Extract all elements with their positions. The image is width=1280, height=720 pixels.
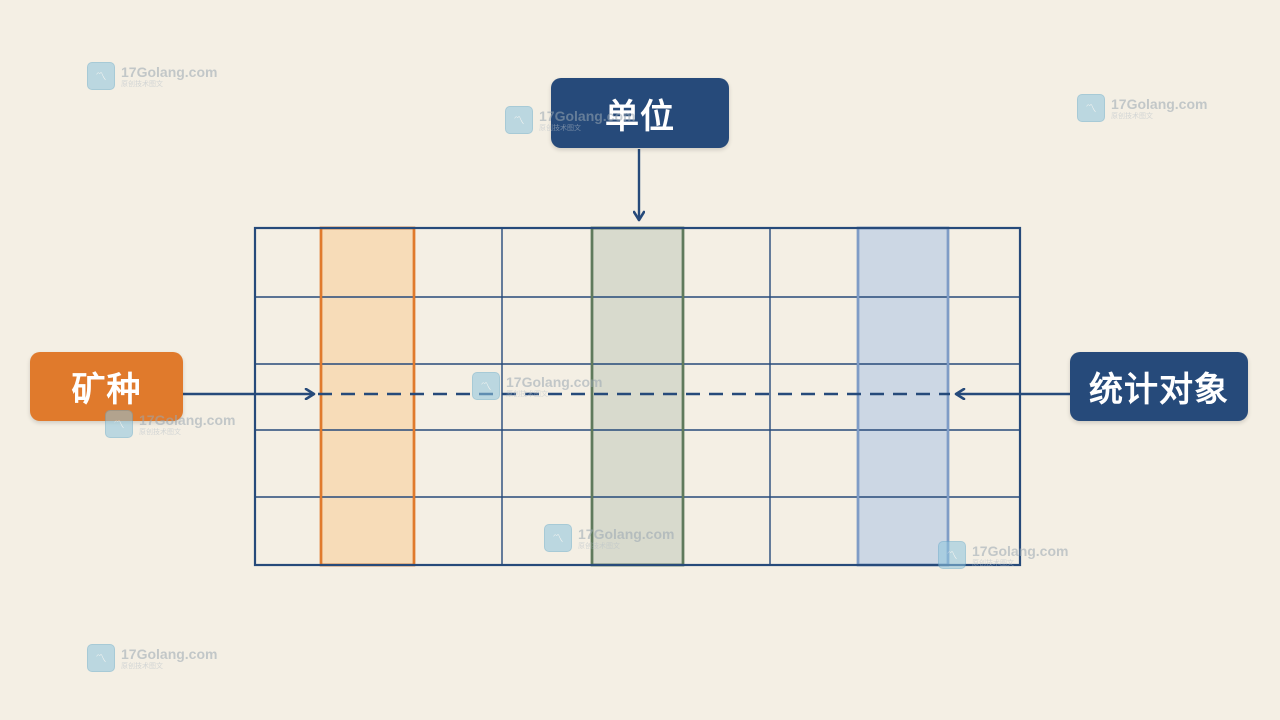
watermark: 〽 17Golang.com 原创技术图文 [87,62,217,90]
watermark-title: 17Golang.com [972,542,1069,559]
watermark-title: 17Golang.com [139,411,236,428]
watermark-title: 17Golang.com [121,63,218,80]
watermark-title: 17Golang.com [539,107,636,124]
watermark-subtitle: 原创技术图文 [539,123,581,132]
watermark: 〽 17Golang.com 原创技术图文 [87,644,217,672]
watermark: 〽 17Golang.com 原创技术图文 [505,106,635,134]
watermark-title: 17Golang.com [578,525,675,542]
watermark: 〽 17Golang.com 原创技术图文 [938,541,1068,569]
mineral-label: 矿种 [30,352,183,421]
watermark-logo-icon: 〽 [472,372,500,400]
orange-column [319,226,416,567]
watermark-subtitle: 原创技术图文 [121,661,163,670]
watermark-subtitle: 原创技术图文 [972,558,1014,567]
watermark: 〽 17Golang.com 原创技术图文 [472,372,602,400]
watermark: 〽 17Golang.com 原创技术图文 [544,524,674,552]
watermark-title: 17Golang.com [121,645,218,662]
watermark-logo-icon: 〽 [505,106,533,134]
watermark-logo-icon: 〽 [87,644,115,672]
watermark-subtitle: 原创技术图文 [1111,111,1153,120]
watermark-subtitle: 原创技术图文 [578,541,620,550]
unit-label: 单位 [551,78,729,148]
watermark-subtitle: 原创技术图文 [121,79,163,88]
watermark-subtitle: 原创技术图文 [506,389,548,398]
blue-column [856,226,950,567]
watermark-title: 17Golang.com [1111,95,1208,112]
watermark-logo-icon: 〽 [1077,94,1105,122]
watermark-logo-icon: 〽 [87,62,115,90]
watermark-logo-icon: 〽 [938,541,966,569]
stat-object-label: 统计对象 [1070,352,1248,421]
green-column [590,226,685,567]
watermark-subtitle: 原创技术图文 [139,427,181,436]
watermark-logo-icon: 〽 [105,410,133,438]
grid-outline [253,226,1022,567]
watermark-title: 17Golang.com [506,373,603,390]
watermark-logo-icon: 〽 [544,524,572,552]
watermark: 〽 17Golang.com 原创技术图文 [1077,94,1207,122]
watermark: 〽 17Golang.com 原创技术图文 [105,410,235,438]
